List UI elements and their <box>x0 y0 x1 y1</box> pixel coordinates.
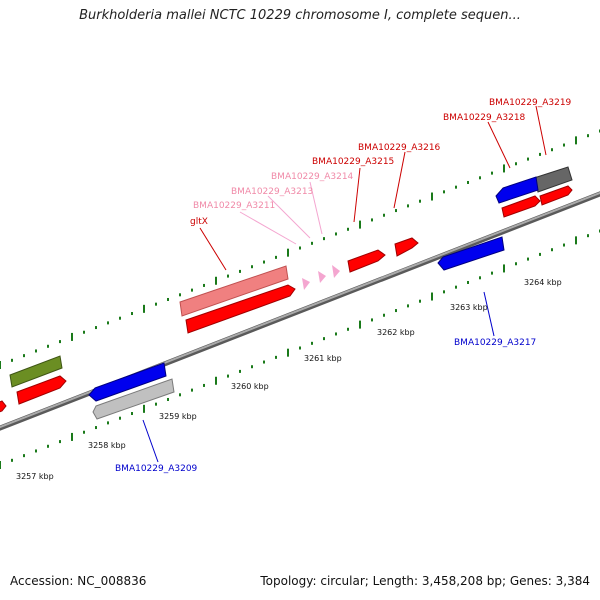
scale-labels: 3257 kbp 3258 kbp 3259 kbp 3260 kbp 3261… <box>16 278 562 481</box>
gene-a3211-feature[interactable] <box>302 278 310 290</box>
accession-text: Accession: NC_008836 <box>10 574 147 588</box>
gene-label-gltX[interactable]: gltX <box>190 217 208 227</box>
gene-red-edge-feature[interactable] <box>0 400 7 414</box>
gene-a3218-feature[interactable] <box>501 195 541 218</box>
label-leaders <box>142 105 547 463</box>
gene-a3209-feature[interactable] <box>88 362 167 402</box>
gene-blue-top-feature[interactable] <box>495 176 539 204</box>
gene-a3214-feature[interactable] <box>332 265 340 278</box>
gene-a3216-feature[interactable] <box>394 237 419 257</box>
lower-tick-row <box>0 229 600 469</box>
upper-tick-row <box>0 129 600 369</box>
scale-label: 3260 kbp <box>231 382 269 391</box>
gene-label-a3214[interactable]: BMA10229_A3214 <box>271 172 354 182</box>
gene-gltX-feature[interactable] <box>185 284 296 334</box>
scale-label: 3261 kbp <box>304 354 342 363</box>
gene-label-a3211[interactable]: BMA10229_A3211 <box>193 201 275 211</box>
scale-label: 3264 kbp <box>524 278 562 287</box>
scale-label: 3258 kbp <box>88 441 126 450</box>
scale-label: 3257 kbp <box>16 472 54 481</box>
gene-label-a3213[interactable]: BMA10229_A3213 <box>231 187 313 197</box>
gene-light-feature[interactable] <box>179 265 289 317</box>
gene-grey-feature[interactable] <box>92 378 175 420</box>
gene-a3215-feature[interactable] <box>347 249 386 273</box>
forward-genes[interactable] <box>0 185 573 414</box>
gene-label-a3215[interactable]: BMA10229_A3215 <box>312 157 394 167</box>
scale-label: 3263 kbp <box>450 303 488 312</box>
gene-labels[interactable]: gltX BMA10229_A3211 BMA10229_A3213 BMA10… <box>115 98 572 474</box>
gene-label-a3219[interactable]: BMA10229_A3219 <box>489 98 572 108</box>
scale-label: 3259 kbp <box>159 412 197 421</box>
gene-label-a3216[interactable]: BMA10229_A3216 <box>358 143 441 153</box>
map-title: Burkholderia mallei NCTC 10229 chromosom… <box>79 8 521 23</box>
scale-label: 3262 kbp <box>377 328 415 337</box>
gene-label-a3218[interactable]: BMA10229_A3218 <box>443 113 526 123</box>
gene-a3217-feature[interactable] <box>437 236 505 271</box>
reverse-genes[interactable] <box>88 166 573 420</box>
gene-label-a3209[interactable]: BMA10229_A3209 <box>115 464 198 474</box>
gene-red-left-feature[interactable] <box>16 375 67 405</box>
gene-label-a3217[interactable]: BMA10229_A3217 <box>454 338 536 348</box>
gene-a3213-feature[interactable] <box>318 271 326 283</box>
summary-text: Topology: circular; Length: 3,458,208 bp… <box>260 574 590 588</box>
gene-a3219-feature[interactable] <box>539 185 573 206</box>
gene-green-feature[interactable] <box>9 355 63 388</box>
